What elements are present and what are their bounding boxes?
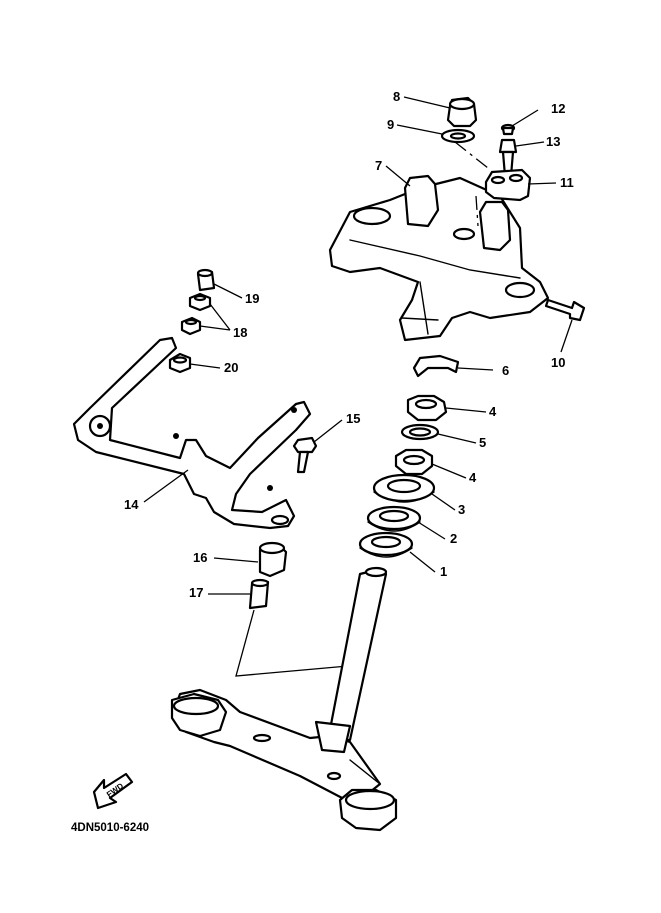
nut-upper <box>188 292 212 312</box>
bearing-cover <box>372 473 436 503</box>
callout-18: 18 <box>233 325 247 340</box>
diagram-code: 4DN5010-6240 <box>71 822 149 834</box>
callout-2: 2 <box>450 531 457 546</box>
assembly-line <box>235 609 349 677</box>
assembly-line <box>454 141 489 169</box>
lower-bracket <box>170 566 398 832</box>
lock-washer <box>400 423 440 441</box>
callout-12: 12 <box>551 101 565 116</box>
callout-8: 8 <box>393 89 400 104</box>
ring <box>412 354 460 378</box>
callout-15: 15 <box>346 411 360 426</box>
callout-13: 13 <box>546 134 560 149</box>
callout-10: 10 <box>551 355 565 370</box>
callout-7: 7 <box>375 158 382 173</box>
spacer <box>248 578 270 610</box>
callout-6: 6 <box>502 363 509 378</box>
callout-1: 1 <box>440 564 447 579</box>
forward-arrow-icon: FWD <box>92 772 134 810</box>
callout-4-upper: 4 <box>489 404 497 419</box>
callout-3: 3 <box>458 502 465 517</box>
assembly-line <box>475 195 479 227</box>
callout-11: 11 <box>560 175 574 190</box>
stay-bracket <box>72 336 312 530</box>
ring-nut-lower <box>394 448 434 476</box>
side-bolt <box>544 298 586 322</box>
stay-bolt <box>292 436 318 474</box>
leader-lines <box>143 96 573 595</box>
washer <box>440 128 476 144</box>
screw <box>500 123 516 136</box>
damper <box>258 541 288 578</box>
callout-19: 19 <box>245 291 259 306</box>
collar <box>196 268 216 292</box>
bearing-race <box>358 531 414 558</box>
callouts: 8 9 12 13 7 11 10 6 4 5 4 3 2 1 19 18 20… <box>124 89 574 600</box>
callout-14: 14 <box>124 497 139 512</box>
callout-20: 20 <box>224 360 238 375</box>
callout-16: 16 <box>193 550 207 565</box>
nut-lower <box>180 316 202 336</box>
handlebar-holder <box>484 168 532 202</box>
callout-9: 9 <box>387 117 394 132</box>
bearing <box>366 505 422 532</box>
callout-5: 5 <box>479 435 486 450</box>
callout-4-lower: 4 <box>469 470 477 485</box>
cap-nut <box>446 96 478 128</box>
callout-17: 17 <box>189 585 203 600</box>
ring-nut-upper <box>406 394 448 422</box>
upper-bracket <box>328 174 550 342</box>
flange-nut <box>168 352 192 374</box>
